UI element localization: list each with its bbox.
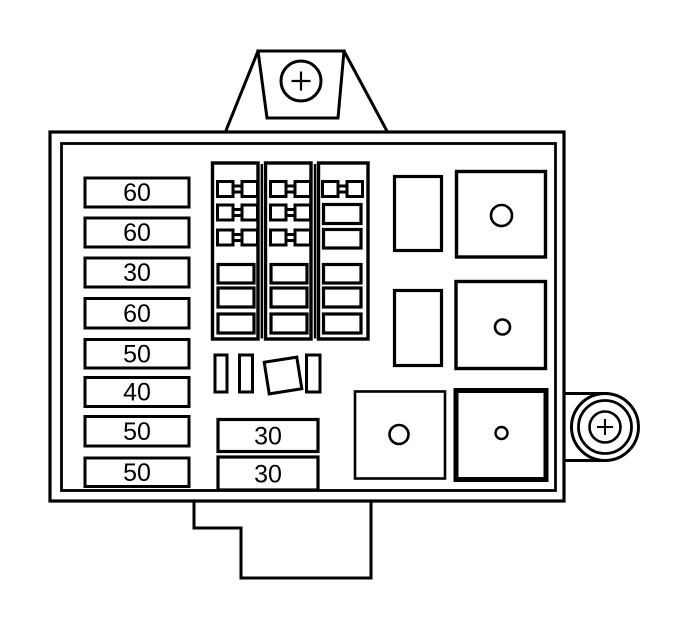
relay [353,390,447,480]
small-terminal [305,353,322,394]
relay-pin-icon [489,203,514,228]
relay-body [453,388,549,482]
top-mounting-bracket [223,49,390,134]
fuse-amp-label: 60 [123,179,151,207]
maxi-fuse-body [83,176,191,209]
maxi-fuse-body [83,456,191,488]
maxi-fuse: 60 [83,216,191,249]
relay-body [454,169,548,259]
maxi-fuse: 50 [83,338,191,370]
small-terminal [213,353,229,394]
maxi-fuse-body [83,338,191,370]
fuse-slot [321,286,363,309]
fuse-slot [321,202,363,226]
fuse-slot [321,312,363,335]
relay-slot [392,288,444,368]
maxi-fuse-body [83,297,191,330]
fuse-slot [216,312,256,335]
maxi-fuse: 40 [83,376,191,408]
relay [454,169,548,259]
bottom-connector-tab [192,499,373,580]
fuse-slot [216,286,256,309]
center-fuse-pair: 30 30 [216,417,320,492]
fuse-slot [269,312,309,335]
fuse-column [316,161,370,341]
relay [453,388,549,482]
maxi-fuse-body [83,415,191,448]
tilted-component [262,355,304,396]
fuse-amp-label: 40 [123,379,151,407]
relay-pin-icon [494,425,509,441]
relay [454,279,548,371]
center-fuse: 30 [216,417,320,454]
center-fuse: 30 [216,455,320,492]
fuse-slot [269,286,309,309]
maxi-fuse: 50 [83,456,191,488]
small-terminal [238,353,254,394]
maxi-fuse: 60 [83,297,191,330]
relay-area [353,169,549,482]
relay-body [353,390,447,480]
relay-pin-icon [388,423,410,446]
fuse-column [210,161,260,341]
maxi-fuse-body [83,216,191,249]
maxi-fuse: 30 [83,256,191,289]
maxi-fuse: 60 [83,176,191,209]
fuse-amp-label: 50 [123,459,151,487]
center-fuse-body [216,455,320,492]
small-connector-row [213,353,322,396]
fuse-amp-label: 60 [123,300,151,328]
fuse-slot [321,262,363,285]
fuse-slot [216,262,256,285]
maxi-fuse-body [83,256,191,289]
maxi-fuse-body [83,376,191,408]
relay-pin-icon [493,318,512,336]
maxi-fuse: 50 [83,415,191,448]
bracket-right-slant [342,50,390,134]
relay-slot [392,174,444,253]
fuse-amp-label: 60 [123,219,151,247]
fuse-column [263,161,313,341]
fuse-amp-label: 30 [123,259,151,287]
fuse-slot [269,262,309,285]
relay-body [454,279,548,371]
bracket-left-slant [223,50,260,134]
fuse-amp-label: 50 [123,341,151,369]
center-fuse-body [216,417,320,454]
mini-fuse-bank [210,161,370,341]
fuse-slot [321,227,363,250]
side-stud [560,392,640,462]
maxi-fuse-column: 60 60 30 60 50 40 50 50 [83,176,191,488]
fuse-amp-label: 30 [254,461,282,489]
fuse-amp-label: 30 [254,423,282,451]
fuse-amp-label: 50 [123,418,151,446]
